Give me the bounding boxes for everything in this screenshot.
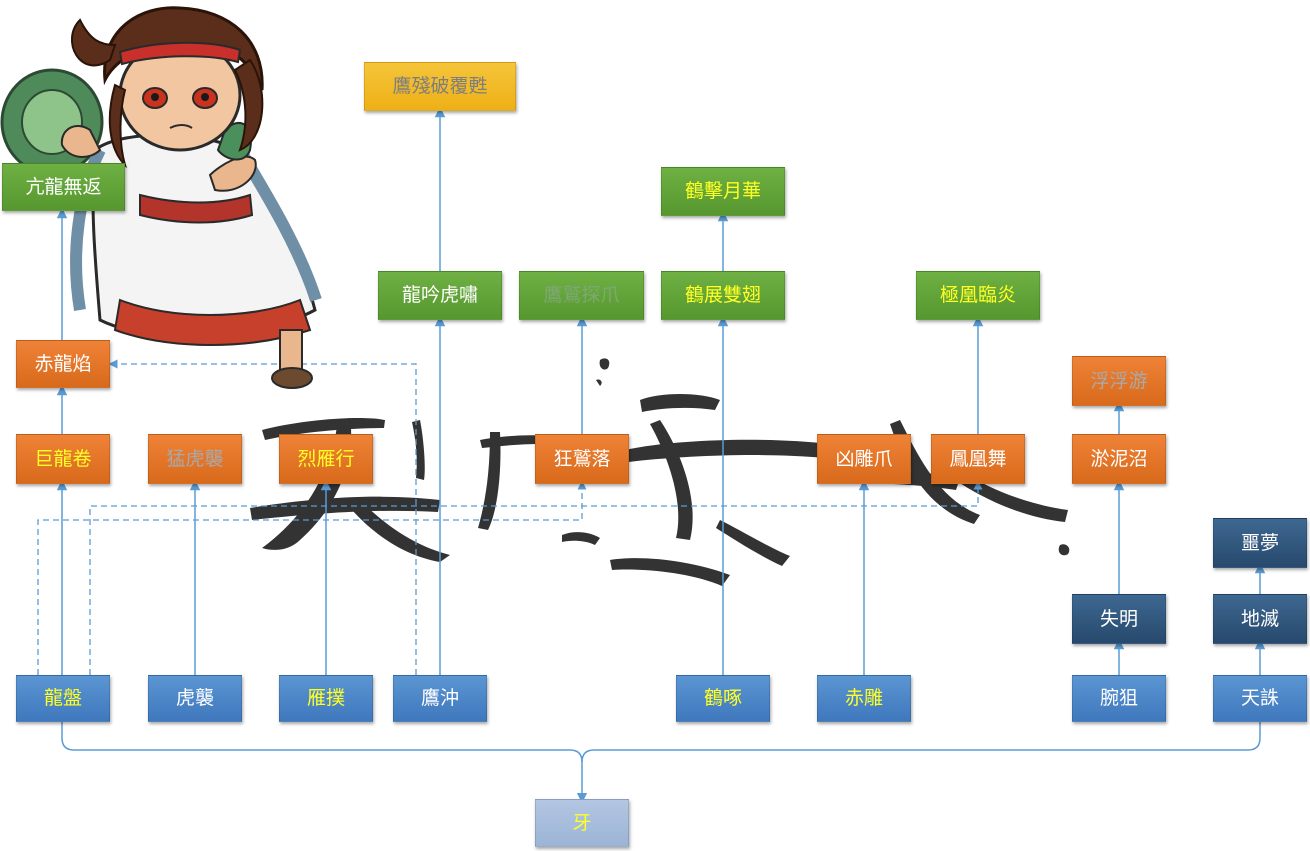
skill-node-kuangjiuluo[interactable]: 狂鷲落 bbox=[535, 434, 629, 484]
skill-node-menghuxi[interactable]: 猛虎襲 bbox=[148, 434, 242, 484]
skill-node-jihuanglinyan[interactable]: 極凰臨炎 bbox=[916, 271, 1040, 320]
root-node-ya[interactable]: 牙 bbox=[535, 799, 629, 847]
skill-node-huxi[interactable]: 虎襲 bbox=[148, 675, 242, 722]
skill-node-yingcanpofusu[interactable]: 鷹殘破覆甦 bbox=[364, 62, 516, 111]
node-label: 凶雕爪 bbox=[835, 447, 893, 470]
node-label: 赤龍焰 bbox=[34, 352, 92, 375]
node-label: 赤雕 bbox=[844, 687, 883, 709]
skill-node-shiming[interactable]: 失明 bbox=[1072, 594, 1166, 644]
node-label: 腕狙 bbox=[1099, 687, 1138, 709]
skill-node-longpan[interactable]: 龍盤 bbox=[16, 675, 110, 722]
node-label: 鷹鷲探爪 bbox=[543, 284, 620, 306]
dash-link-b4-o9 bbox=[108, 359, 417, 675]
skill-node-yingjiutanzhao[interactable]: 鷹鷲探爪 bbox=[519, 271, 644, 320]
skill-node-hezhanshuangchi[interactable]: 鶴展雙翅 bbox=[661, 271, 785, 320]
node-label: 龍吟虎嘯 bbox=[401, 284, 478, 306]
skill-node-julongjuan[interactable]: 巨龍卷 bbox=[16, 434, 110, 484]
node-label: 虎襲 bbox=[175, 687, 214, 709]
skill-node-emeng[interactable]: 噩夢 bbox=[1213, 518, 1307, 568]
chibi-warrior-illustration bbox=[0, 6, 322, 389]
node-label: 雁撲 bbox=[306, 687, 345, 709]
node-label: 鶴展雙翅 bbox=[684, 284, 761, 306]
dash-link-b1-o4 bbox=[37, 480, 587, 675]
node-label: 烈雁行 bbox=[297, 447, 355, 470]
node-label: 鶴啄 bbox=[703, 687, 742, 709]
skill-node-yanpu[interactable]: 雁撲 bbox=[279, 675, 373, 722]
node-label: 巨龍卷 bbox=[34, 447, 92, 470]
node-label: 鶴擊月華 bbox=[684, 180, 761, 202]
skill-node-longyinhuxiao[interactable]: 龍吟虎嘯 bbox=[378, 271, 502, 320]
skill-node-kanglongwufan[interactable]: 亢龍無返 bbox=[2, 163, 125, 211]
node-label: 極凰臨炎 bbox=[939, 284, 1016, 306]
skill-node-yingchong[interactable]: 鷹沖 bbox=[393, 675, 487, 722]
skill-node-xiongdiaozhao[interactable]: 凶雕爪 bbox=[817, 434, 911, 484]
dash-link-b1-o6 bbox=[89, 480, 983, 675]
skill-node-hezhuo[interactable]: 鶴啄 bbox=[676, 675, 770, 722]
node-label: 失明 bbox=[1099, 607, 1138, 630]
skill-node-hejiyuehua[interactable]: 鶴擊月華 bbox=[661, 167, 785, 216]
skill-node-chilongyan[interactable]: 赤龍焰 bbox=[16, 340, 110, 388]
skill-node-fenghuangwu[interactable]: 鳳凰舞 bbox=[931, 434, 1025, 484]
node-label: 狂鷲落 bbox=[553, 447, 611, 470]
node-label: 亢龍無返 bbox=[25, 175, 102, 198]
skill-node-tianzhu[interactable]: 天誅 bbox=[1213, 675, 1307, 722]
node-label: 鳳凰舞 bbox=[949, 447, 1007, 470]
skill-node-lieyanxing[interactable]: 烈雁行 bbox=[279, 434, 373, 484]
skill-node-wanju[interactable]: 腕狙 bbox=[1072, 675, 1166, 722]
node-label: 鷹沖 bbox=[420, 687, 459, 709]
node-label: 淤泥沼 bbox=[1090, 447, 1148, 470]
node-label: 浮浮游 bbox=[1090, 369, 1148, 392]
node-label: 猛虎襲 bbox=[166, 447, 224, 470]
skill-node-fufuyou[interactable]: 浮浮游 bbox=[1072, 356, 1166, 406]
link-bus bbox=[61, 722, 1261, 763]
skill-node-yunizhao[interactable]: 淤泥沼 bbox=[1072, 434, 1166, 484]
node-label: 龍盤 bbox=[43, 687, 82, 709]
node-label: 天誅 bbox=[1240, 687, 1279, 709]
skill-node-chidiao[interactable]: 赤雕 bbox=[817, 675, 911, 722]
node-label: 噩夢 bbox=[1240, 531, 1279, 554]
node-label: 鷹殘破覆甦 bbox=[392, 75, 488, 97]
node-label: 地滅 bbox=[1240, 607, 1279, 630]
skill-node-dimie[interactable]: 地滅 bbox=[1213, 594, 1307, 644]
node-label: 牙 bbox=[572, 811, 592, 834]
